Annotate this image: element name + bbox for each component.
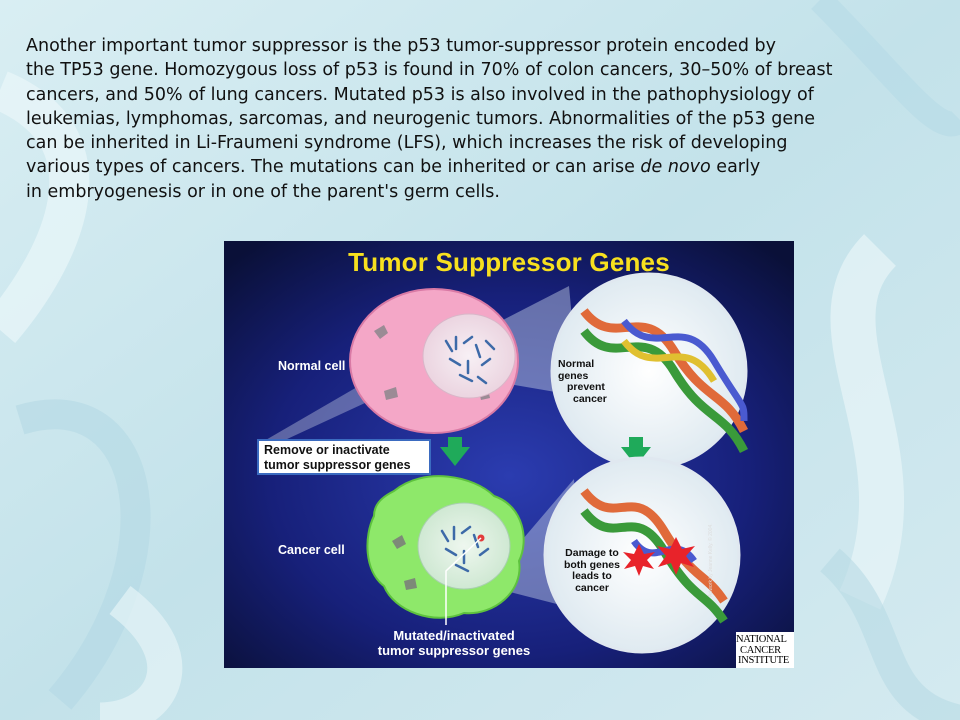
callout-line: tumor suppressor genes: [264, 457, 411, 472]
damage-label: Damage to both genes leads to cancer: [554, 547, 630, 594]
paragraph-italic: de novo: [640, 157, 711, 178]
paragraph-line: the TP53 gene. Homozygous loss of p53 is…: [26, 60, 833, 81]
damage-line: leads to: [572, 570, 612, 582]
figure-illustration: [224, 241, 794, 668]
paragraph-line: various types of cancers. The mutations …: [26, 157, 641, 178]
paragraph-line: cancers, and 50% of lung cancers. Mutate…: [26, 84, 814, 105]
cancer-cell-icon: [366, 475, 525, 625]
paragraph-line: Another important tumor suppressor is th…: [26, 36, 776, 56]
damage-line: both genes: [563, 558, 620, 571]
artwork-credit: Artwork by Jeanne Kelly. © 2004.: [708, 523, 714, 597]
damage-line: cancer: [575, 581, 609, 594]
normal-dna-zoom-icon: [550, 272, 749, 470]
normal-genes-line: cancer: [573, 392, 607, 405]
normal-cell-icon: [349, 288, 519, 434]
down-arrow-icon: [440, 437, 470, 466]
callout-line: Remove or inactivate: [264, 443, 390, 457]
normal-genes-line: prevent: [567, 381, 605, 393]
slide-paragraph: Another important tumor suppressor is th…: [26, 34, 926, 204]
remove-inactivate-callout: Remove or inactivate tumor suppressor ge…: [257, 439, 431, 475]
logo-line: CANCER: [740, 644, 781, 656]
mutated-line: tumor suppressor genes: [377, 643, 531, 658]
down-arrow-icon: [621, 437, 651, 466]
paragraph-line: leukemias, lymphomas, sarcomas, and neur…: [26, 108, 815, 129]
cancer-cell-label: Cancer cell: [278, 543, 345, 557]
logo-line: INSTITUTE: [738, 655, 789, 666]
normal-genes-line: genes: [558, 369, 589, 382]
nci-logo: NATIONAL CANCER INSTITUTE: [736, 632, 794, 668]
mutated-line: Mutated/inactivated: [393, 628, 515, 643]
figure-title: Tumor Suppressor Genes: [348, 247, 670, 277]
logo-line: NATIONAL: [736, 634, 787, 645]
paragraph-line: early: [710, 157, 761, 178]
paragraph-line: can be inherited in Li-Fraumeni syndrome…: [26, 133, 788, 154]
normal-cell-label: Normal cell: [278, 359, 346, 373]
damaged-dna-zoom-icon: [543, 456, 741, 654]
normal-genes-label: Normal genes prevent cancer: [558, 358, 614, 405]
damage-star-icon: [657, 537, 695, 575]
damage-star-icon: [623, 544, 655, 576]
normal-genes-line: Normal: [558, 358, 595, 370]
damage-line: Damage to: [565, 547, 619, 559]
paragraph-line: in embryogenesis or in one of the parent…: [26, 181, 500, 202]
mutated-genes-label: Mutated/inactivated tumor suppressor gen…: [354, 628, 554, 658]
tumor-suppressor-figure: Tumor Suppressor Genes Normal cell Cance…: [224, 241, 794, 668]
